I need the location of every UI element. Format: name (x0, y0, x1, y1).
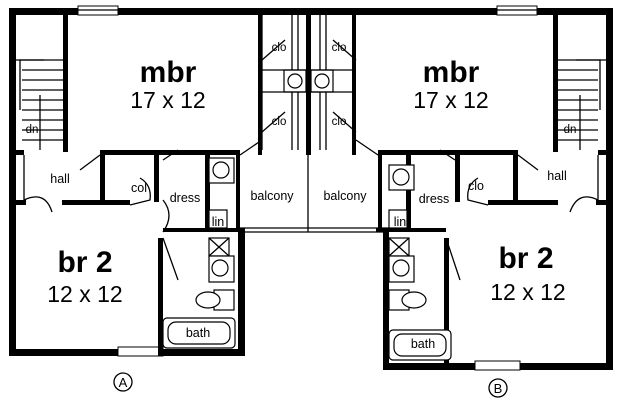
unit-b-marker: B (488, 378, 508, 398)
unit-a-bath-label: bath (186, 326, 210, 340)
unit-b-bath-fixtures (388, 164, 452, 361)
unit-b-dn-label: dn (564, 124, 577, 136)
unit-a-mbr-size: 17 x 12 (130, 87, 205, 113)
unit-b-br2-label: br 2 (498, 242, 553, 275)
unit-a-clo-lower-label: clo (272, 116, 287, 128)
unit-a-dress-label: dress (170, 191, 201, 205)
unit-b-clo-small-label: clo (468, 179, 484, 193)
unit-a-col-label: col (131, 181, 147, 195)
unit-a-walls (16, 15, 262, 356)
unit-a-dn-label: dn (26, 124, 39, 136)
unit-a-br2-size: 12 x 12 (47, 281, 122, 307)
unit-b-clo-lower-label: clo (332, 116, 347, 128)
unit-a-marker: A (113, 372, 133, 392)
unit-a-clo-upper-label: clo (272, 42, 287, 54)
unit-a-marker-text: A (119, 375, 128, 390)
unit-b-balcony-label: balcony (323, 189, 367, 203)
unit-a-balcony-label: balcony (250, 189, 294, 203)
door-swings (23, 39, 599, 281)
outer-walls (9, 8, 613, 370)
unit-a-hall-label: hall (50, 172, 69, 186)
central-closets (261, 15, 356, 150)
unit-a-lin-label: lin (212, 215, 225, 229)
stair-b (558, 59, 606, 150)
unit-b-dress-label: dress (419, 192, 450, 206)
unit-b-lin-label: lin (394, 215, 407, 229)
unit-b-bath-label: bath (411, 337, 435, 351)
unit-a-br2-label: br 2 (57, 246, 112, 279)
unit-b-mbr-label: mbr (423, 56, 480, 89)
stair-a (16, 59, 63, 150)
unit-a-mbr-label: mbr (140, 56, 197, 89)
unit-a-bath-fixtures (162, 157, 236, 349)
unit-b-mbr-size: 17 x 12 (413, 87, 488, 113)
unit-b-br2-size: 12 x 12 (490, 279, 565, 305)
unit-b-clo-upper-label: clo (332, 42, 347, 54)
unit-b-hall-label: hall (547, 169, 566, 183)
unit-b-marker-text: B (494, 381, 503, 396)
